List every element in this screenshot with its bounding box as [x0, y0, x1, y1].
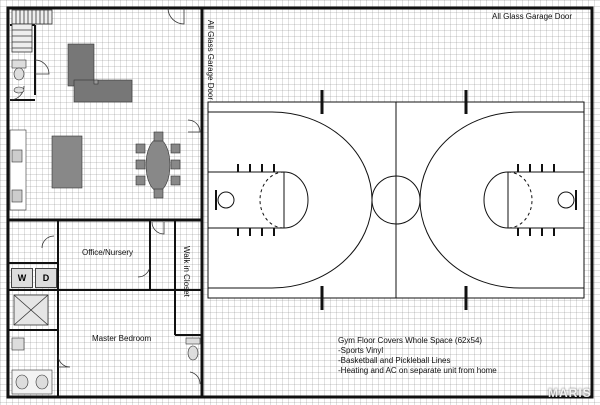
rim-left — [217, 191, 235, 209]
three-point-arc-left — [208, 111, 373, 289]
walk-in-closet-label: Walk in Closet — [182, 246, 191, 297]
powder-toilet — [185, 337, 201, 361]
master-bedroom-label: Master Bedroom — [92, 334, 152, 343]
glass-door-top-label: All Glass Garage Door — [492, 12, 573, 21]
washer-box: W — [11, 268, 33, 288]
rim-right — [557, 191, 575, 209]
key-right — [507, 171, 585, 229]
dining-table — [135, 131, 181, 199]
sectional-sofa — [67, 43, 133, 103]
three-point-arc-right — [419, 111, 584, 289]
watermark: MARIS — [548, 386, 592, 400]
shower — [13, 294, 49, 326]
door-swings — [9, 7, 201, 385]
stairs — [11, 9, 53, 53]
gym-note-line: -Heating and AC on separate unit from ho… — [338, 366, 497, 375]
outer-wall — [6, 6, 594, 399]
key-lane-marks — [237, 164, 555, 236]
key-left — [207, 171, 285, 229]
gym-notes: Gym Floor Covers Whole Space (62x54) -Sp… — [338, 336, 497, 376]
basketball-court — [207, 101, 585, 299]
court-hash-marks — [320, 90, 468, 310]
gym-note-line: Gym Floor Covers Whole Space (62x54) — [338, 336, 483, 345]
gym-note-line: -Sports Vinyl — [338, 346, 384, 355]
free-throw-circle-right — [483, 171, 509, 229]
gym-note-line: -Basketball and Pickleball Lines — [338, 356, 451, 365]
free-throw-circle-left — [283, 171, 309, 229]
office-label: Office/Nursery — [82, 248, 133, 257]
double-vanity — [11, 337, 53, 395]
dryer-box: D — [35, 268, 57, 288]
glass-door-side-label: All Glass Garage Door — [206, 20, 215, 101]
kitchen-island — [51, 135, 83, 189]
kitchen-counter — [9, 129, 27, 211]
half-bath-fixtures — [11, 59, 27, 94]
walls — [6, 6, 594, 399]
